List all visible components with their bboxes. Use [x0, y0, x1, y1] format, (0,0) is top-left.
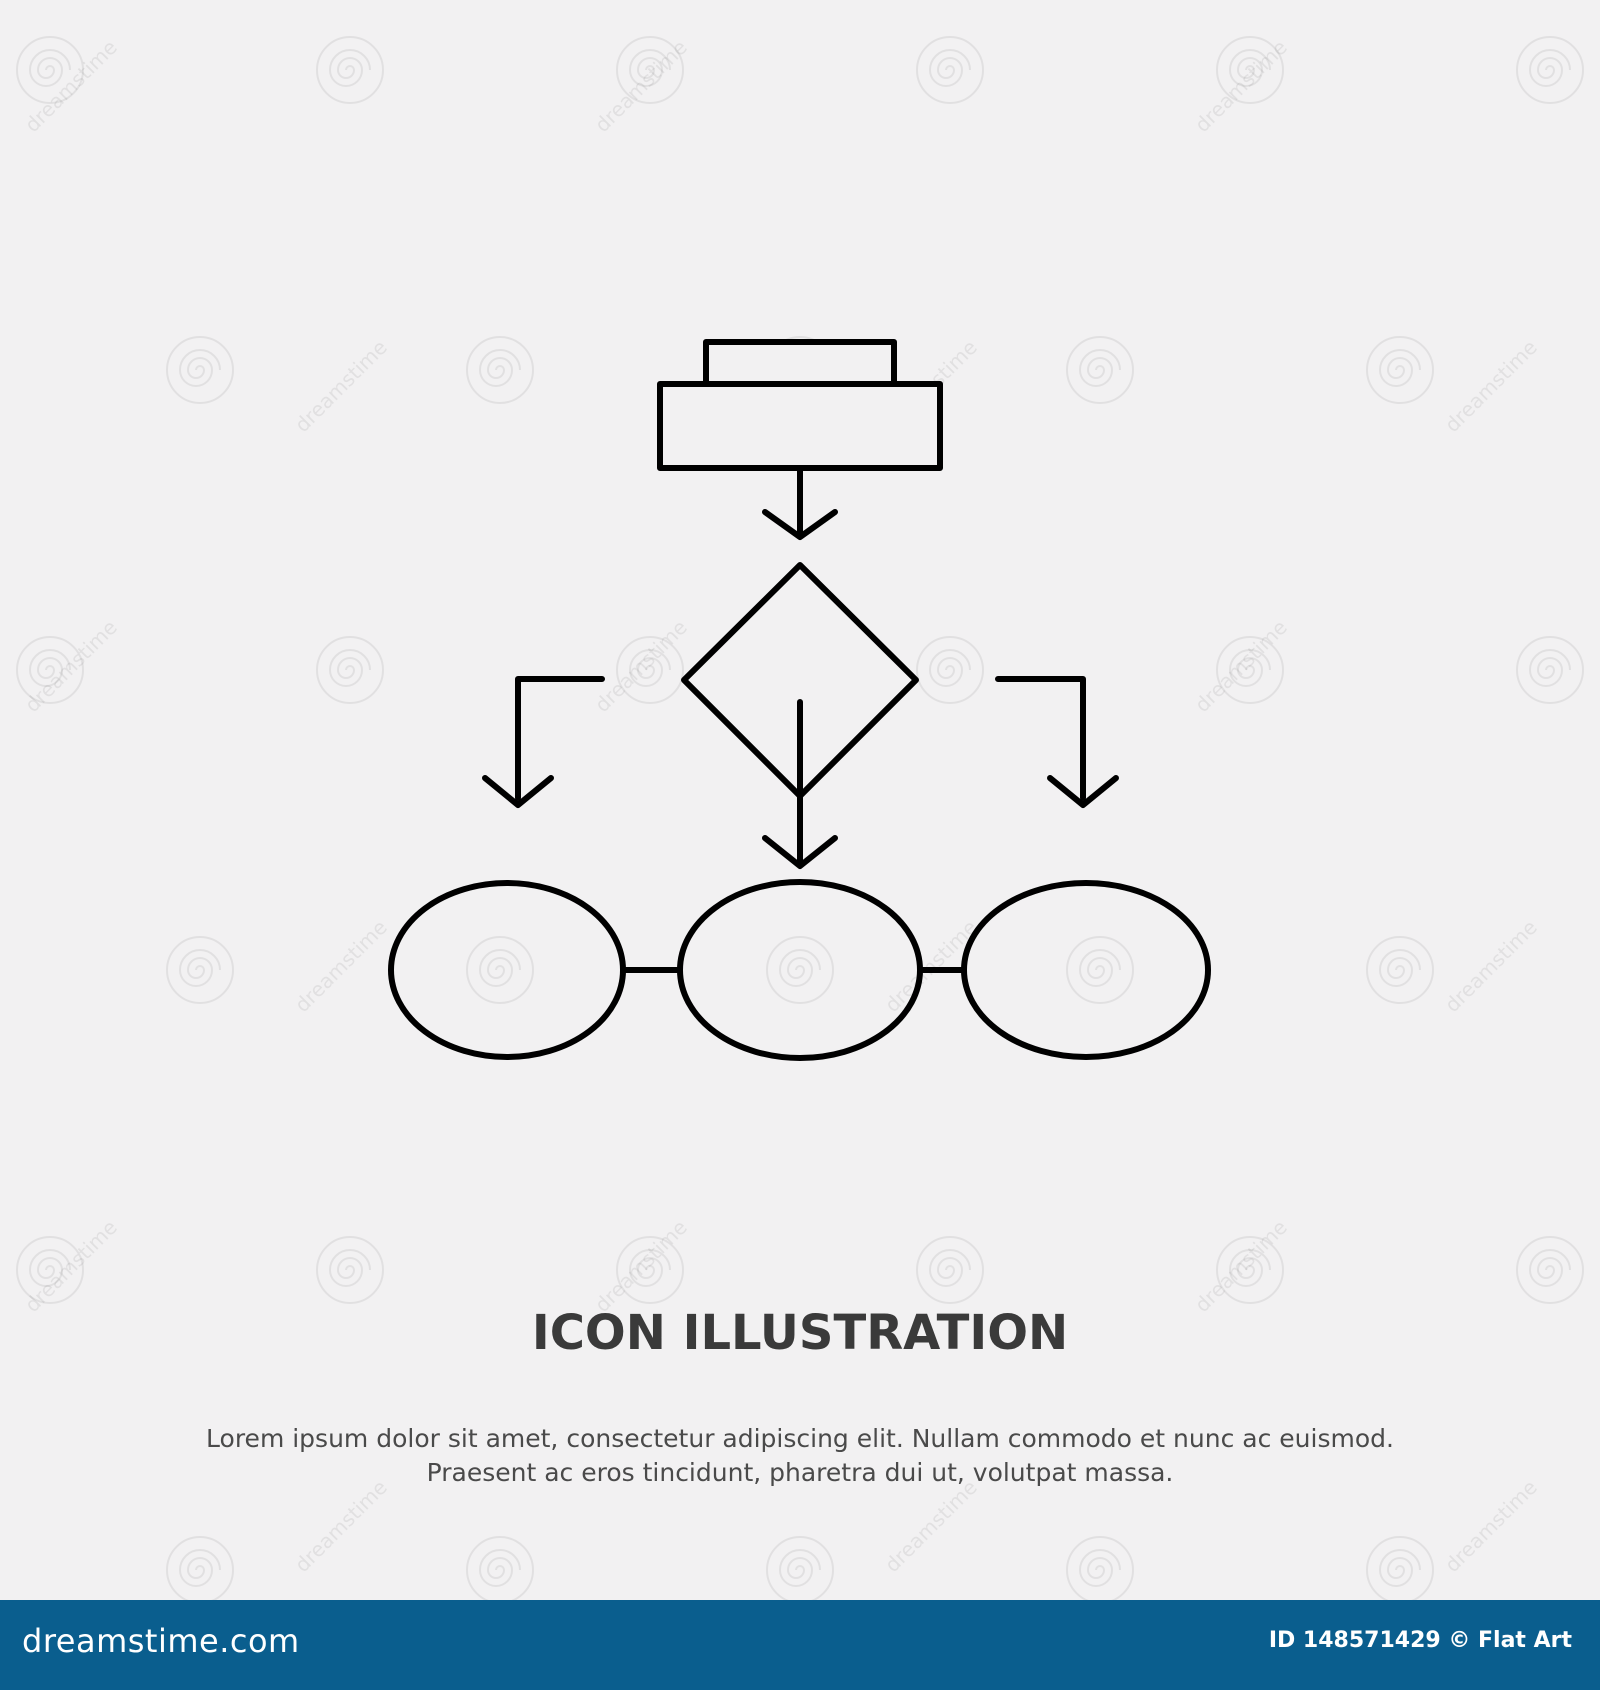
arrow-head — [1047, 775, 1119, 808]
watermark-swirl — [916, 636, 984, 704]
arrow-head — [762, 509, 838, 540]
left-branch-line — [515, 676, 605, 801]
watermark-swirl — [916, 1236, 984, 1304]
watermark-swirl — [1216, 36, 1284, 104]
arrow-head — [482, 775, 554, 808]
arrow-head — [762, 835, 838, 869]
watermark-swirl — [616, 1236, 684, 1304]
watermark-swirl — [16, 36, 84, 104]
watermark-swirl — [1366, 936, 1434, 1004]
right-ellipse — [961, 880, 1211, 1060]
watermark-swirl — [316, 36, 384, 104]
watermark-swirl — [616, 36, 684, 104]
watermark-swirl — [766, 936, 834, 1004]
watermark-swirl — [166, 936, 234, 1004]
site-logo[interactable]: dreamstime.com — [22, 1622, 300, 1660]
center-ellipse — [677, 879, 923, 1061]
watermark-swirl — [1366, 336, 1434, 404]
watermark-swirl — [916, 36, 984, 104]
watermark-swirl — [16, 1236, 84, 1304]
left-ellipse — [388, 880, 626, 1060]
body-text-line-2: Praesent ac eros tincidunt, pharetra dui… — [426, 1458, 1174, 1487]
top-small-rect — [703, 339, 897, 387]
top-large-rect — [657, 381, 943, 471]
watermark-swirl — [466, 936, 534, 1004]
watermark-swirl — [316, 636, 384, 704]
watermark-swirl — [16, 636, 84, 704]
flowchart-icon — [388, 339, 1211, 1061]
watermark-swirl — [1216, 636, 1284, 704]
watermark-swirl — [1216, 1236, 1284, 1304]
watermark-swirl — [1516, 1236, 1584, 1304]
watermark-swirl — [1066, 336, 1134, 404]
watermark-swirl — [1516, 636, 1584, 704]
watermark-swirl — [166, 336, 234, 404]
watermark-swirl — [466, 336, 534, 404]
body-text-line-1: Lorem ipsum dolor sit amet, consectetur … — [206, 1424, 1394, 1453]
watermark-swirl — [1066, 936, 1134, 1004]
headline: ICON ILLUSTRATION — [531, 1305, 1069, 1361]
right-branch-line — [995, 676, 1086, 801]
footer-bar: dreamstime.com ID 148571429 © Flat Art — [0, 1600, 1600, 1690]
image-credit: ID 148571429 © Flat Art — [1268, 1628, 1572, 1653]
watermark-swirl — [616, 636, 684, 704]
watermark-swirl — [316, 1236, 384, 1304]
watermark-swirl — [1516, 36, 1584, 104]
